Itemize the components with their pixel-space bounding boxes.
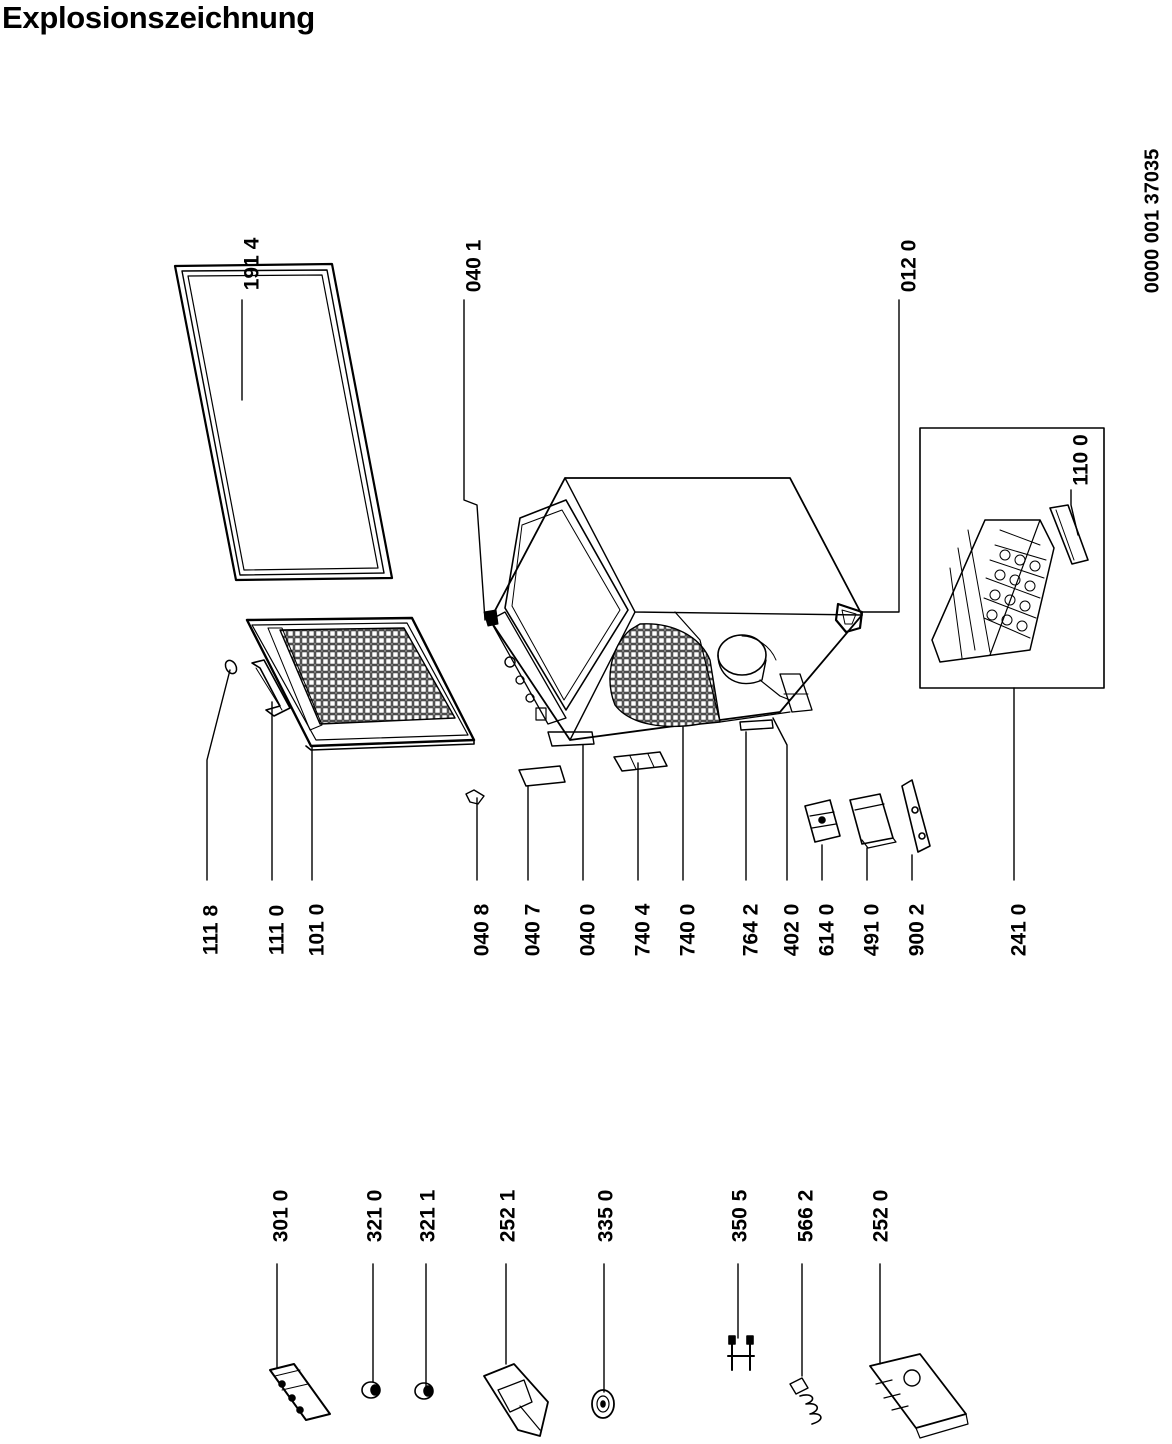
part-label-491-0: 491 0 [861, 904, 884, 957]
part-label-764-2: 764 2 [740, 904, 763, 957]
part-label-040-7: 040 7 [522, 904, 545, 957]
door-panel-drawing [245, 616, 476, 751]
drain-channel-drawing [613, 751, 668, 772]
part-label-101-0: 101 0 [306, 904, 329, 957]
part-label-241-0: 241 0 [1008, 904, 1031, 957]
leader-040-1 [463, 299, 486, 621]
light-socket-drawing [591, 1389, 615, 1419]
basket-frame-drawing [919, 427, 1105, 689]
thermostat-housing-drawing [483, 1363, 549, 1437]
cabinet-drawing [483, 477, 864, 747]
part-label-900-2: 900 2 [906, 904, 929, 957]
small-plug-drawing [224, 659, 238, 675]
thermostat-bracket-drawing [901, 779, 931, 853]
basket-handle-drawing [1049, 504, 1089, 565]
control-panel-cover-drawing [269, 1363, 331, 1421]
hinge-cover-drawing [518, 765, 566, 787]
basket-drawing [931, 519, 1055, 663]
part-label-335-0: 335 0 [595, 1190, 618, 1243]
door-handle-drawing [251, 659, 291, 717]
door-gasket-drawing [173, 262, 394, 582]
part-label-402-0: 402 0 [781, 904, 804, 957]
knob-2-drawing [414, 1382, 434, 1400]
part-label-111-0: 111 0 [266, 905, 289, 955]
leader-012-0 [861, 299, 900, 613]
leader-402-0 [772, 717, 788, 881]
part-label-040-1: 040 1 [463, 239, 486, 292]
leader-lines [206, 299, 1079, 1393]
thermostat-drawing [869, 1353, 969, 1439]
hinge-clip-drawing [465, 789, 485, 805]
part-label-110-0: 110 0 [1070, 434, 1093, 485]
leader-111-8 [206, 669, 231, 881]
part-label-040-8: 040 8 [471, 903, 494, 956]
part-label-321-0: 321 0 [364, 1190, 387, 1243]
spring-drawing [789, 1377, 822, 1425]
part-label-614-0: 614 0 [816, 904, 839, 957]
part-label-191-4: 191 4 [241, 237, 264, 290]
part-label-566-2: 566 2 [795, 1190, 818, 1243]
relay-drawing [804, 799, 841, 843]
part-label-111-8: 111 8 [200, 905, 223, 956]
part-label-350-5: 350 5 [729, 1189, 752, 1242]
lamp-bracket-drawing [727, 1335, 755, 1371]
part-label-740-4: 740 4 [632, 903, 655, 956]
diagram-title: Explosionszeichnung [2, 0, 315, 35]
terminal-box-drawing [849, 793, 897, 849]
part-label-252-1: 252 1 [497, 1189, 520, 1242]
part-label-740-0: 740 0 [677, 904, 700, 957]
part-label-321-1: 321 1 [417, 1189, 440, 1242]
part-label-040-0: 040 0 [577, 904, 600, 957]
part-label-301-0: 301 0 [270, 1190, 293, 1243]
part-label-012-0: 012 0 [898, 240, 921, 293]
knob-1-drawing [361, 1381, 381, 1399]
part-label-252-0: 252 0 [870, 1190, 893, 1243]
